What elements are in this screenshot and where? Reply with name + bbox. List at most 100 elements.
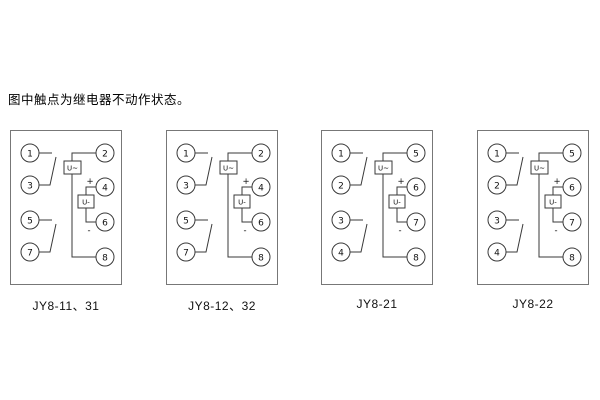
terminal-number: 6 bbox=[102, 218, 108, 228]
coil-wiring bbox=[227, 152, 252, 258]
terminal-circle bbox=[406, 247, 426, 267]
terminal-circle bbox=[562, 247, 582, 267]
terminal-number: 7 bbox=[27, 248, 33, 258]
terminal-circle bbox=[562, 212, 582, 232]
panel-model-label: JY8-12、32 bbox=[188, 299, 256, 313]
terminal-circle bbox=[331, 143, 351, 163]
contact-wiring bbox=[195, 152, 213, 253]
contact-wiring bbox=[39, 152, 57, 253]
terminal-number: 6 bbox=[569, 183, 575, 193]
minus-sign: - bbox=[243, 226, 246, 236]
panel-model-label: JY8-11、31 bbox=[32, 299, 100, 313]
terminal-number: 2 bbox=[258, 149, 264, 159]
diagram-frame bbox=[477, 130, 589, 285]
plus-sign: + bbox=[242, 177, 249, 187]
terminal-number: 5 bbox=[27, 216, 33, 226]
terminal-circle bbox=[251, 212, 271, 232]
terminal-number: 2 bbox=[338, 181, 344, 191]
contact-wiring bbox=[506, 152, 524, 253]
dc-voltage-label: U- bbox=[238, 199, 246, 207]
relay-internal-diagram: U~ U- + - 1 3 5 7 2 4 6 8 bbox=[166, 130, 278, 285]
panel-jy8-22: U~ U- + - 1 2 3 4 5 6 7 8 JY8-22 bbox=[477, 130, 589, 311]
dc-voltage-box bbox=[233, 194, 251, 209]
ac-voltage-label: U~ bbox=[223, 165, 234, 173]
plus-sign: + bbox=[397, 177, 404, 187]
terminal-circle bbox=[487, 242, 507, 262]
ac-voltage-label: U~ bbox=[378, 165, 389, 173]
terminal-number: 6 bbox=[258, 218, 264, 228]
diagram-frame bbox=[10, 130, 122, 285]
terminal-number: 1 bbox=[338, 149, 344, 159]
ac-voltage-box bbox=[530, 160, 549, 175]
terminal-circle bbox=[176, 143, 196, 163]
relay-internal-diagram: U~ U- + - 1 3 5 7 2 4 6 8 bbox=[10, 130, 122, 285]
terminal-number: 7 bbox=[183, 248, 189, 258]
terminal-number: 3 bbox=[183, 181, 189, 191]
diagram-frame bbox=[166, 130, 278, 285]
contact-wiring bbox=[350, 152, 368, 253]
panel-jy8-11-31: U~ U- + - 1 3 5 7 2 4 6 8 JY8-11、31 bbox=[10, 130, 122, 314]
terminal-number: 8 bbox=[569, 253, 575, 263]
minus-sign: - bbox=[554, 226, 557, 236]
relay-internal-diagram: U~ U- + - 1 2 3 4 5 6 7 8 bbox=[477, 130, 589, 285]
terminal-number: 1 bbox=[183, 149, 189, 159]
terminal-circle bbox=[331, 242, 351, 262]
dc-voltage-label: U- bbox=[393, 199, 401, 207]
ac-voltage-box bbox=[219, 160, 238, 175]
terminal-circle bbox=[95, 143, 115, 163]
terminal-circle bbox=[562, 143, 582, 163]
terminal-number: 4 bbox=[338, 248, 344, 258]
terminal-number: 3 bbox=[494, 216, 500, 226]
terminal-circle bbox=[251, 177, 271, 197]
terminal-number: 2 bbox=[494, 181, 500, 191]
terminal-number: 1 bbox=[494, 149, 500, 159]
dc-voltage-box bbox=[544, 194, 562, 209]
minus-sign: - bbox=[398, 226, 401, 236]
terminal-circle bbox=[487, 143, 507, 163]
terminal-number: 7 bbox=[569, 218, 575, 228]
relay-internal-diagram: U~ U- + - 1 2 3 4 5 6 7 8 bbox=[321, 130, 433, 285]
terminal-circle bbox=[20, 175, 40, 195]
terminal-circle bbox=[331, 175, 351, 195]
terminal-circle bbox=[331, 210, 351, 230]
minus-sign: - bbox=[87, 226, 90, 236]
coil-wiring bbox=[538, 152, 563, 258]
terminal-circle bbox=[562, 177, 582, 197]
terminal-circle bbox=[487, 210, 507, 230]
terminal-number: 5 bbox=[413, 149, 419, 159]
terminal-number: 4 bbox=[258, 183, 264, 193]
panel-jy8-21: U~ U- + - 1 2 3 4 5 6 7 8 JY8-21 bbox=[321, 130, 433, 311]
plus-sign: + bbox=[86, 177, 93, 187]
terminal-number: 4 bbox=[102, 183, 108, 193]
ac-voltage-box bbox=[63, 160, 82, 175]
terminal-number: 7 bbox=[413, 218, 419, 228]
terminal-number: 2 bbox=[102, 149, 108, 159]
terminal-circle bbox=[176, 210, 196, 230]
dc-voltage-label: U- bbox=[82, 199, 90, 207]
terminal-number: 5 bbox=[569, 149, 575, 159]
terminal-number: 8 bbox=[258, 253, 264, 263]
terminal-number: 3 bbox=[338, 216, 344, 226]
terminal-circle bbox=[176, 175, 196, 195]
ac-voltage-label: U~ bbox=[67, 165, 78, 173]
terminal-circle bbox=[487, 175, 507, 195]
terminal-number: 3 bbox=[27, 181, 33, 191]
terminal-circle bbox=[95, 247, 115, 267]
ac-voltage-label: U~ bbox=[534, 165, 545, 173]
terminal-circle bbox=[406, 212, 426, 232]
terminal-circle bbox=[95, 212, 115, 232]
terminal-circle bbox=[251, 247, 271, 267]
dc-voltage-box bbox=[388, 194, 406, 209]
terminal-number: 4 bbox=[494, 248, 500, 258]
terminal-number: 6 bbox=[413, 183, 419, 193]
terminal-number: 1 bbox=[27, 149, 33, 159]
terminal-number: 8 bbox=[102, 253, 108, 263]
coil-wiring bbox=[71, 152, 96, 258]
terminal-circle bbox=[20, 210, 40, 230]
terminal-circle bbox=[406, 143, 426, 163]
panel-model-label: JY8-22 bbox=[512, 297, 554, 311]
terminal-number: 5 bbox=[183, 216, 189, 226]
panel-jy8-12-32: U~ U- + - 1 3 5 7 2 4 6 8 JY8-12、32 bbox=[166, 130, 278, 314]
terminal-circle bbox=[20, 143, 40, 163]
